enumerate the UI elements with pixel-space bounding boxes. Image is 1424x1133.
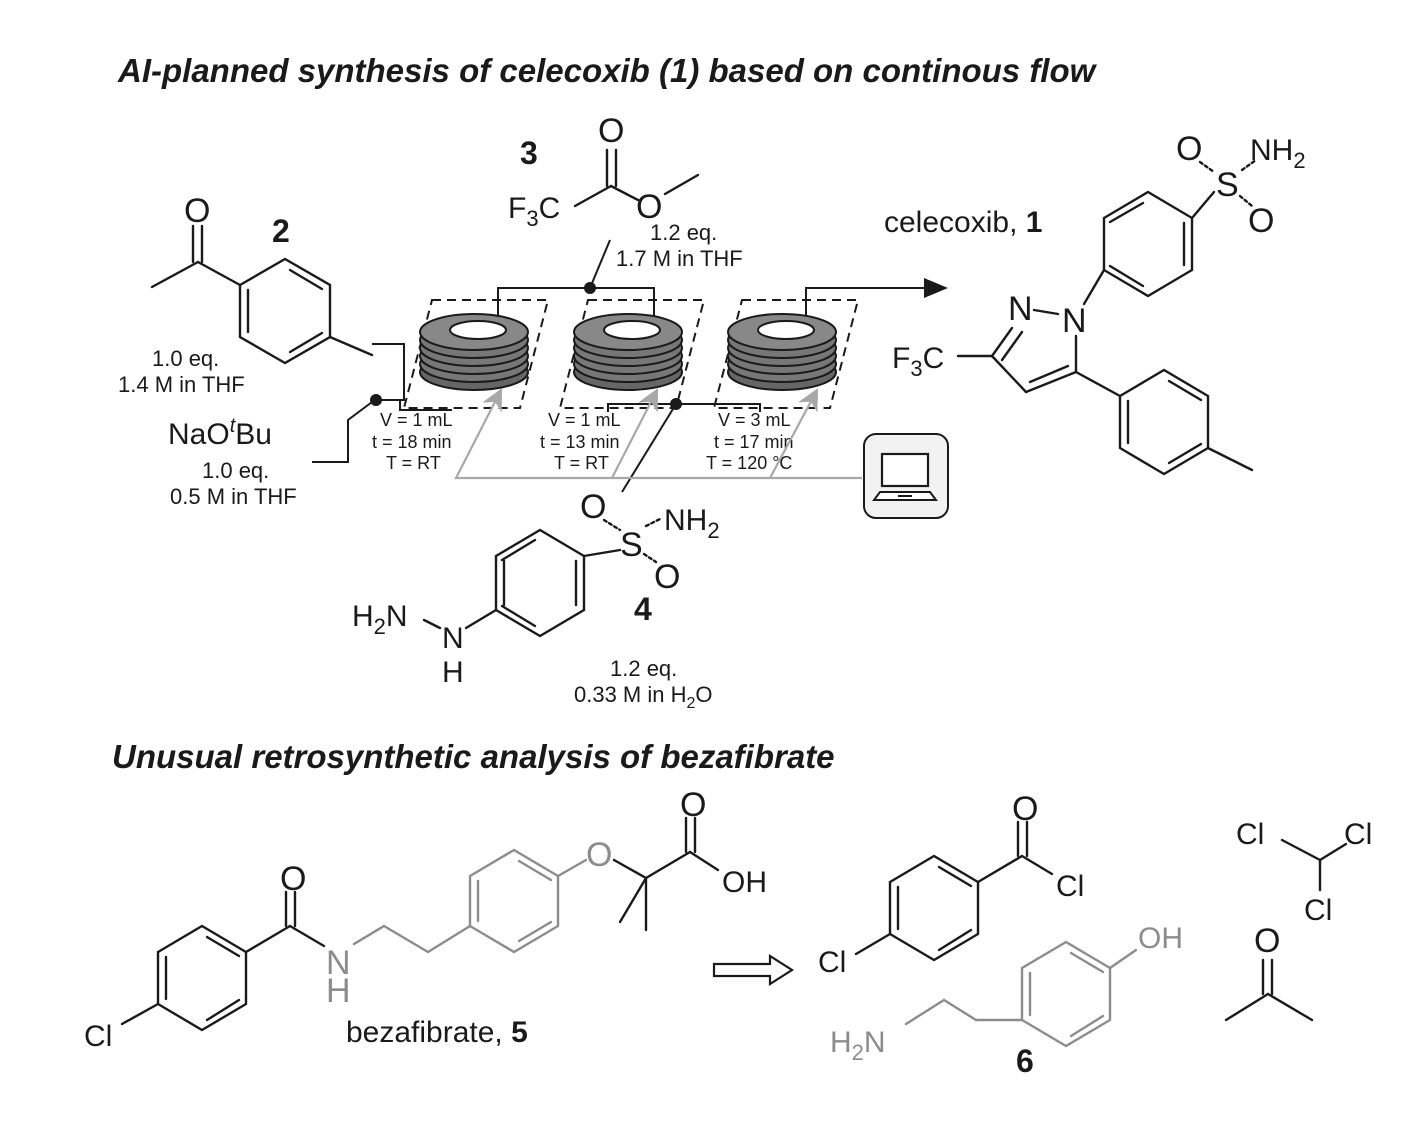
c4-eq: 1.2 eq. [610,656,677,681]
c1-cf3: F3C [892,342,944,381]
reactor-1-housing [402,299,550,409]
c1-sulfur: S [1216,166,1239,204]
c3-eq: 1.2 eq. [650,220,717,245]
reactor-3-time: t = 17 min [714,432,794,452]
c3-oxygen-carbonyl: O [598,112,624,150]
c4-nh2: NH2 [664,504,720,543]
acyl-cl-1: Cl [818,946,846,979]
acyl-cl-2: Cl [1056,870,1084,903]
compound-chloroform: Cl Cl Cl [1236,818,1372,927]
compound-2: O 2 1.0 eq. 1.4 M in THF [118,192,374,397]
c5-cl: Cl [84,1020,112,1053]
acyl-oxygen: O [1012,790,1038,828]
acetone-oxygen: O [1254,922,1280,960]
c3-cf3: F3C [508,192,560,231]
chloroform-cl-1: Cl [1236,818,1264,851]
c5-n: N [326,944,351,982]
c3-conc: 1.7 M in THF [616,246,743,271]
c1-name: celecoxib, 1 [884,206,1042,239]
c5-name: bezafibrate, 5 [346,1016,528,1049]
c5-oh: OH [722,866,767,899]
c6-oh: OH [1138,922,1183,955]
compound-6-tyramine: OH H2N 6 [830,922,1183,1079]
c6-number: 6 [1016,1043,1034,1079]
c4-sulfur: S [620,526,643,564]
bottom-title: Unusual retrosynthetic analysis of bezaf… [112,738,835,775]
c2-oxygen: O [184,192,210,230]
reactor-2-conditions: V = 1 mL t = 13 min T = RT [540,410,621,473]
laptop-icon [863,433,949,519]
compound-5-bezafibrate: Cl O N H O O OH bezafibrate, 5 [84,786,767,1053]
c1-n1: N [1062,302,1087,340]
c5-amide-oxygen: O [280,860,306,898]
c4-conc: 0.33 M in H2O [574,682,713,712]
reactor-1-temp: T = RT [386,453,441,473]
c1-oxygen-2: O [1248,202,1274,240]
reactor-3-temp: T = 120 °C [706,453,792,473]
c5-ether-oxygen: O [586,836,612,874]
compound-acetone: O [1224,922,1314,1022]
c4-number: 4 [634,591,652,627]
reactor-3-housing [712,299,860,409]
c1-nh2: NH2 [1250,134,1306,173]
c5-acid-oxygen: O [680,786,706,824]
c2-conc: 1.4 M in THF [118,372,245,397]
c3-oxygen-ester: O [636,188,662,226]
flow-setup: V = 1 mL t = 18 min T = RT V = 1 mL t = … [312,239,949,519]
c3-number: 3 [520,135,538,171]
chloroform-cl-3: Cl [1304,894,1332,927]
compound-acyl-chloride: Cl O Cl [818,790,1084,979]
c4-oxygen-2: O [654,558,680,596]
reactor-3-conditions: V = 3 mL t = 17 min T = 120 °C [706,410,794,473]
compound-4: O S O NH2 N H H2N 4 1.2 eq. 0.33 M in H2… [352,488,720,712]
base-naotbu: NaOtBu 1.0 eq. 0.5 M in THF [168,415,297,509]
reactor-1-volume: V = 1 mL [380,410,453,430]
reactor-3-volume: V = 3 mL [718,410,791,430]
c2-eq: 1.0 eq. [152,346,219,371]
top-title: AI-planned synthesis of celecoxib (1) ba… [117,52,1098,89]
c6-h2n: H2N [830,1026,886,1065]
c4-oxygen-1: O [580,488,606,526]
base-name: NaOtBu [168,415,272,451]
c4-nh: N [442,622,464,655]
reactor-2-housing [558,299,706,409]
c4-nh-h: H [442,656,464,689]
c4-h2n: H2N [352,600,408,639]
reactor-2-temp: T = RT [554,453,609,473]
coil-reactor-icon [419,313,837,391]
c2-number: 2 [272,213,290,249]
c5-nh-h: H [326,972,351,1010]
compound-1-celecoxib: celecoxib, 1 O S O NH2 N N F3C [884,130,1306,476]
compound-3: 3 O O F3C 1.2 eq. 1.7 M in THF [508,112,743,271]
c1-n2: N [1008,290,1033,328]
c1-oxygen-1: O [1176,130,1202,168]
reactor-1-time: t = 18 min [372,432,452,452]
reactor-1-conditions: V = 1 mL t = 18 min T = RT [372,410,453,473]
reactor-2-time: t = 13 min [540,432,620,452]
reactor-2-volume: V = 1 mL [548,410,621,430]
base-conc: 0.5 M in THF [170,484,297,509]
chloroform-cl-2: Cl [1344,818,1372,851]
base-eq: 1.0 eq. [202,458,269,483]
retrosynthesis-arrow-icon [712,953,795,987]
